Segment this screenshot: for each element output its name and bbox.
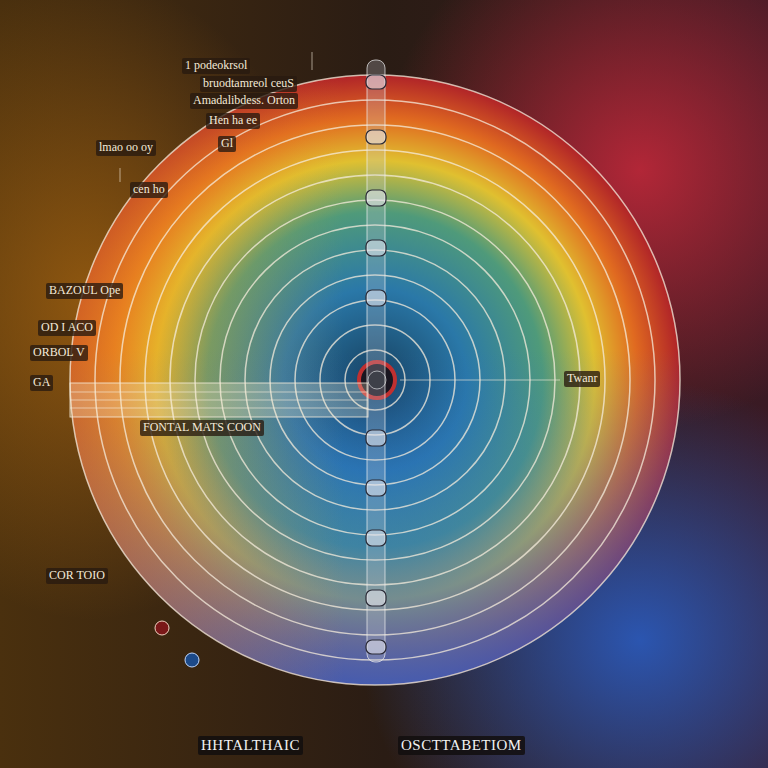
label-text: BAZOUL Ope — [46, 283, 123, 299]
label-text: FONTAL MATS COON — [140, 420, 264, 436]
label-text: Gl — [218, 136, 236, 152]
footer-title: HHTALTHAIC — [198, 736, 303, 755]
label-text: Twanr — [564, 371, 600, 387]
label-text: COR TOIO — [46, 568, 108, 584]
label-text: 1 podeokrsol — [182, 58, 250, 74]
label-text: Hen ha ee — [206, 113, 260, 129]
label-text: GA — [30, 375, 53, 391]
label-text: lmao oo oy — [96, 140, 156, 156]
label-text: bruodtamreol ceuS — [200, 76, 297, 92]
footer-title: OSCTTABETIOM — [398, 736, 525, 755]
label-text: ORBOL V — [30, 345, 88, 361]
label-text: Amadalibdess. Orton — [190, 93, 298, 109]
label-text: cen ho — [130, 182, 168, 198]
label-text: OD I ACO — [38, 320, 96, 336]
